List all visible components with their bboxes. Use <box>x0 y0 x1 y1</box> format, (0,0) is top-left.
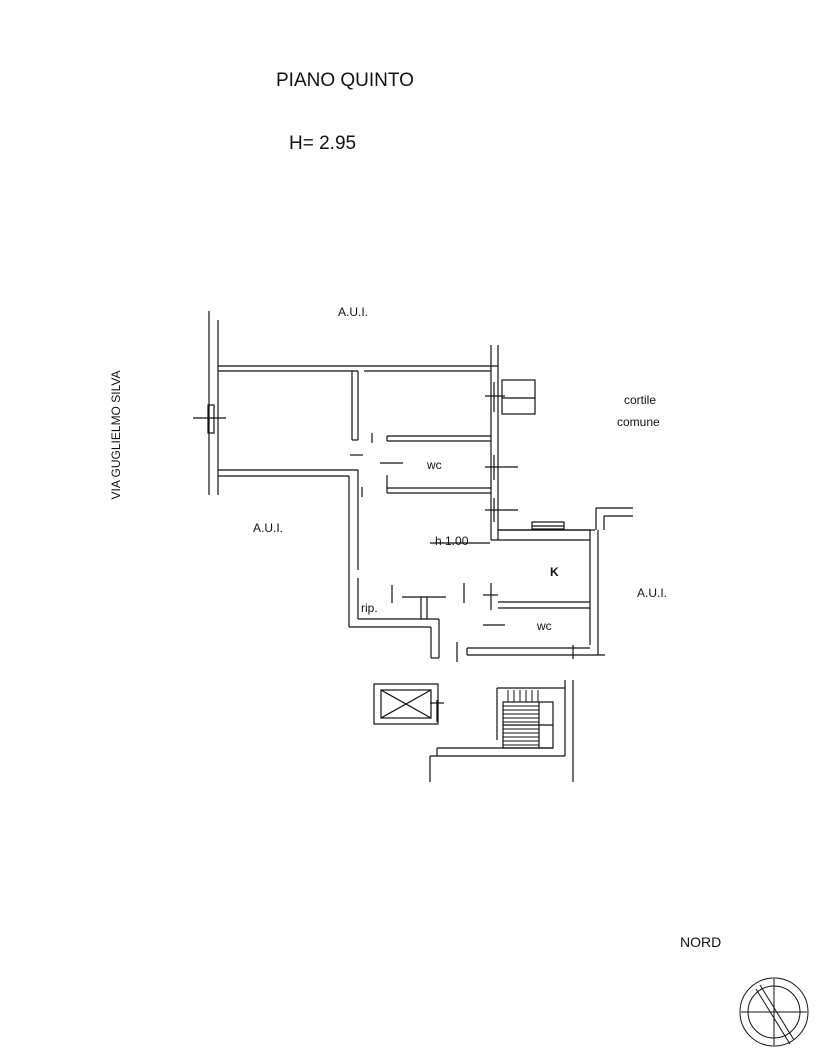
aui-right-label: A.U.I. <box>637 586 668 600</box>
ripostiglio-label: rip. <box>361 601 378 615</box>
floor-title: PIANO QUINTO <box>276 70 414 91</box>
kitchen-label: K <box>550 565 559 579</box>
cortile-label-line2: comune <box>617 415 660 429</box>
cortile-label-line1: cortile <box>624 393 657 407</box>
wc-lower-label: wc <box>537 619 552 633</box>
north-compass-icon <box>739 977 809 1047</box>
aui-top-label: A.U.I. <box>338 305 369 319</box>
aui-left-label: A.U.I. <box>253 521 284 535</box>
ceiling-height-label: H= 2.95 <box>289 133 357 154</box>
wall-lines <box>193 311 633 782</box>
sill-height-label: h 1.00 <box>435 534 469 548</box>
stair-treads <box>503 690 539 746</box>
wc-upper-label: wc <box>427 458 442 472</box>
north-label: NORD <box>680 934 722 950</box>
